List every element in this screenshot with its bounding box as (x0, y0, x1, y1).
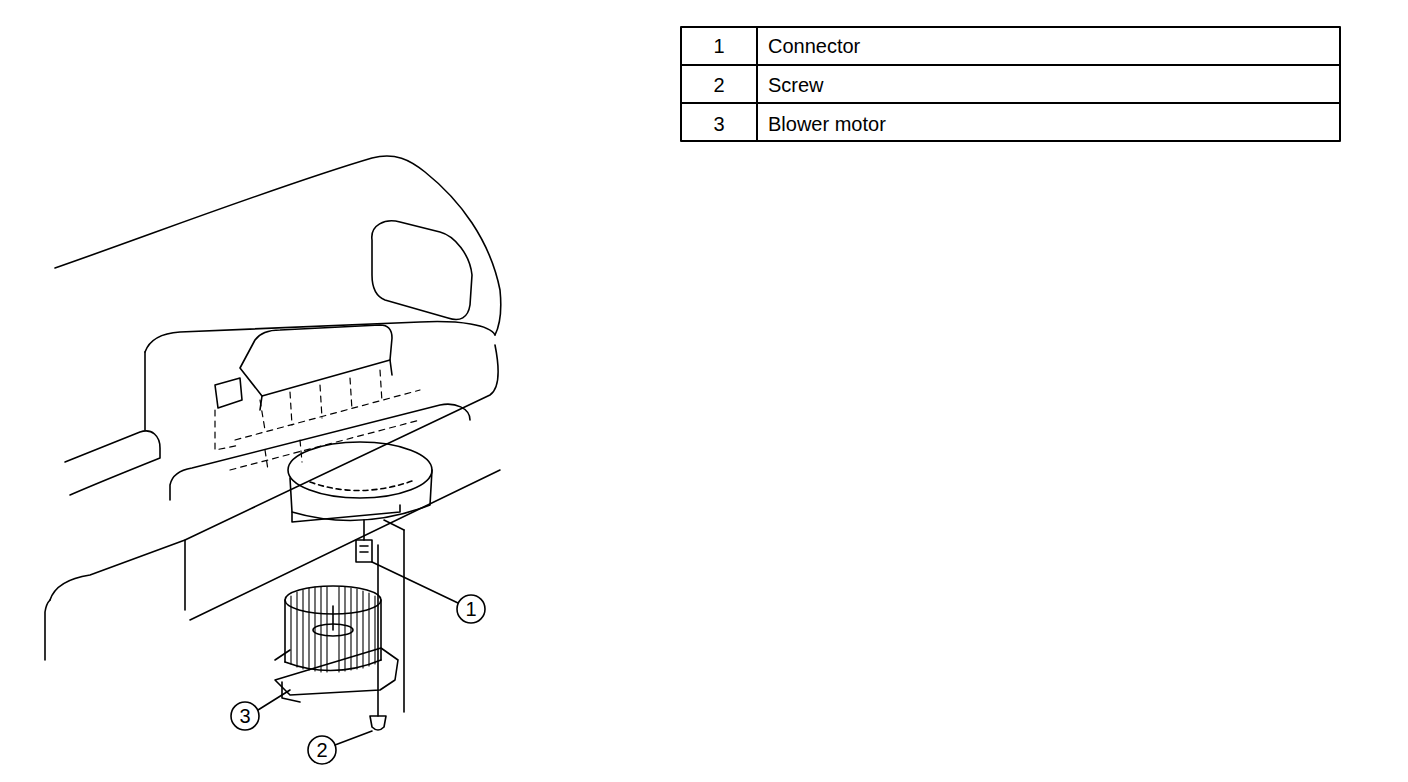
table-cell: Blower motor (768, 112, 886, 136)
callout-number: 3 (239, 704, 250, 728)
table-cell: Connector (768, 34, 860, 58)
parts-table-frame (681, 27, 1340, 141)
table-cell: 3 (713, 112, 724, 136)
table-cell: Screw (768, 73, 824, 97)
blower-motor-drawing (275, 586, 398, 702)
dashboard-outline (45, 156, 501, 660)
table-cell: 2 (713, 73, 724, 97)
callout-circles (231, 562, 485, 764)
callout-number: 2 (316, 738, 327, 762)
table-cell: 1 (713, 34, 724, 58)
callout-number: 1 (465, 597, 476, 621)
